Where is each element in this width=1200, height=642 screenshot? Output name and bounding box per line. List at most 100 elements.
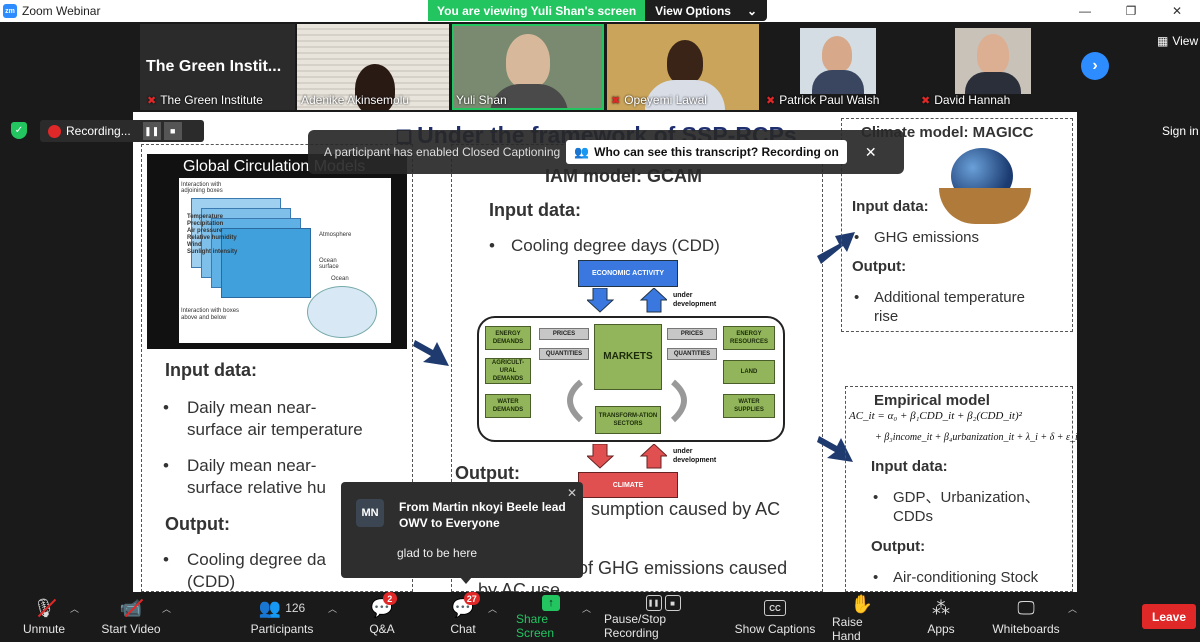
profile-photo bbox=[955, 28, 1031, 94]
chat-caret-icon[interactable]: ︿ bbox=[488, 604, 498, 614]
video-tile-david[interactable] bbox=[917, 24, 1069, 110]
minimize-icon: — bbox=[1079, 4, 1091, 18]
diagram-label: Precipitation bbox=[187, 221, 224, 227]
transcript-info-button[interactable]: 👥 Who can see this transcript? Recording… bbox=[566, 140, 847, 164]
participant-shirt bbox=[812, 70, 864, 94]
flow-arrow-icon bbox=[817, 232, 855, 264]
participants-count: 126 bbox=[285, 601, 306, 615]
host-tile[interactable]: The Green Instit... bbox=[140, 24, 295, 110]
close-window-button[interactable]: ✕ bbox=[1154, 0, 1200, 22]
chat-button[interactable]: 💬27 Chat bbox=[448, 592, 480, 640]
gcm-diagram: Interaction with adjoining boxes Tempera… bbox=[179, 178, 391, 343]
magicc-input-item: GHG emissions bbox=[874, 229, 980, 246]
meeting-toolbar: 🎙 Unmute ︿ 📹 Start Video ︿ 👥 126 Partici… bbox=[0, 592, 1200, 642]
tile-label-patrick: ✖Patrick Paul Walsh bbox=[766, 93, 880, 107]
window-controls: — ❐ ✕ bbox=[1062, 0, 1200, 22]
magicc-heading: Climate model: MAGICC bbox=[861, 124, 1034, 141]
under-development-label: development bbox=[673, 457, 717, 464]
pause-stop-recording-button[interactable]: ❚❚■ Pause/Stop Recording bbox=[604, 594, 722, 640]
diagram-label: Wind bbox=[187, 242, 202, 248]
gcam-output-heading: Output: bbox=[455, 463, 520, 483]
chevron-right-icon: › bbox=[1092, 57, 1098, 74]
minimize-button[interactable]: — bbox=[1062, 0, 1108, 22]
whiteboard-icon: 🖵 bbox=[1017, 597, 1035, 618]
audio-options-caret-icon[interactable]: ︿ bbox=[70, 604, 80, 614]
magicc-input-heading: Input data: bbox=[852, 198, 929, 215]
participant-figure bbox=[355, 64, 395, 110]
prices-arrow: PRICES bbox=[667, 328, 717, 340]
video-tile-yuli[interactable] bbox=[452, 24, 604, 110]
video-tile-patrick[interactable] bbox=[762, 24, 914, 110]
raise-hand-label: Raise Hand bbox=[832, 615, 863, 642]
title-bar: zm Zoom Webinar You are viewing Yuli Sha… bbox=[0, 0, 1200, 22]
unmute-button[interactable]: 🎙 Unmute bbox=[20, 594, 68, 640]
gcm-input-line: surface relative hu bbox=[187, 478, 326, 497]
close-icon: ✕ bbox=[864, 143, 877, 160]
host-display-name: The Green Instit... bbox=[146, 58, 282, 75]
whiteboards-caret-icon[interactable]: ︿ bbox=[1068, 604, 1078, 614]
close-icon: ✕ bbox=[1171, 4, 1183, 18]
video-options-caret-icon[interactable]: ︿ bbox=[162, 604, 172, 614]
participant-figure bbox=[822, 36, 852, 72]
pause-recording-button[interactable]: ❚❚ bbox=[142, 122, 161, 140]
diagram-label: Interaction with bbox=[181, 182, 222, 188]
sign-in-link[interactable]: Sign in bbox=[1162, 124, 1199, 138]
recording-cloud-icon bbox=[48, 124, 61, 138]
gcm-input-heading: Input data: bbox=[165, 360, 257, 380]
viewing-banner: You are viewing Yuli Shan's screen View … bbox=[428, 0, 768, 21]
share-caret-icon[interactable]: ︿ bbox=[582, 604, 592, 614]
recording-label: Recording... bbox=[66, 124, 131, 138]
tile-label-green-institute: ✖The Green Institute bbox=[147, 93, 263, 107]
empirical-output-heading: Output: bbox=[871, 538, 926, 555]
diagram-label: Atmosphere bbox=[319, 232, 352, 238]
view-layout-button[interactable]: ▦View bbox=[1157, 34, 1199, 48]
chat-label: Chat bbox=[450, 622, 476, 636]
empirical-input-line: GDP、Urbanization、 bbox=[893, 489, 1040, 506]
empirical-formula-line: AC_it = α₀ + β₁CDD_it + β₂(CDD_it)² bbox=[849, 410, 1022, 422]
security-shield-icon[interactable]: ✓ bbox=[11, 122, 27, 139]
unmute-label: Unmute bbox=[22, 622, 66, 636]
bullet: • bbox=[873, 569, 879, 586]
apps-button[interactable]: ⁂ Apps bbox=[926, 594, 956, 640]
bullet: • bbox=[163, 550, 169, 569]
whiteboards-button[interactable]: 🖵 Whiteboards bbox=[990, 594, 1062, 640]
chat-popup[interactable]: MN From Martin nkoyi Beele lead OWV to E… bbox=[341, 482, 583, 578]
empirical-input-line: CDDs bbox=[893, 508, 933, 525]
start-video-button[interactable]: 📹 Start Video bbox=[100, 594, 162, 640]
next-page-button[interactable]: › bbox=[1081, 52, 1109, 80]
qa-button[interactable]: 💬2 Q&A bbox=[366, 592, 398, 640]
video-off-icon: 📹 bbox=[119, 597, 143, 618]
diagram-label: Air pressure bbox=[187, 228, 223, 234]
restore-button[interactable]: ❐ bbox=[1108, 0, 1154, 22]
stop-recording-button[interactable]: ■ bbox=[163, 122, 182, 140]
bullet: • bbox=[163, 398, 169, 417]
video-tile-adenike[interactable] bbox=[297, 24, 449, 110]
chat-popup-tail bbox=[460, 577, 472, 584]
view-options-button[interactable]: View Options ⌄ bbox=[645, 0, 768, 21]
participants-icon: 👥 126 bbox=[258, 597, 306, 618]
tile-label-opeyemi: ✖Opeyemi Lawal bbox=[611, 93, 707, 107]
raise-hand-button[interactable]: ✋ Raise Hand bbox=[832, 594, 892, 642]
participants-button[interactable]: 👥 126 Participants bbox=[250, 594, 314, 640]
caption-notice-text: A participant has enabled Closed Caption… bbox=[324, 145, 561, 159]
chevron-down-icon: ⌄ bbox=[746, 3, 758, 18]
close-chat-popup-button[interactable]: ✕ bbox=[567, 486, 577, 500]
video-tile-opeyemi[interactable] bbox=[607, 24, 759, 110]
participants-caret-icon[interactable]: ︿ bbox=[328, 604, 338, 614]
land-box: LAND bbox=[723, 360, 775, 384]
avatar: MN bbox=[356, 499, 384, 527]
show-captions-button[interactable]: CC Show Captions bbox=[734, 594, 816, 640]
close-caption-banner-button[interactable]: ✕ bbox=[865, 144, 877, 161]
gcam-input-heading: Input data: bbox=[489, 200, 581, 220]
leave-button[interactable]: Leave bbox=[1142, 604, 1196, 629]
start-video-label: Start Video bbox=[101, 622, 161, 636]
cycle-arrows-icon bbox=[567, 379, 687, 423]
energy-demands-box: ENERGY DEMANDS bbox=[485, 326, 531, 350]
gcam-diagram-frame bbox=[477, 316, 785, 442]
hand-icon: ✋ bbox=[850, 594, 874, 614]
under-development-label: under bbox=[673, 448, 693, 455]
transformation-sectors-box: TRANSFORM-ATION SECTORS bbox=[595, 406, 661, 434]
share-screen-button[interactable]: ↑ Share Screen bbox=[516, 594, 586, 640]
participant-shirt bbox=[965, 72, 1021, 94]
